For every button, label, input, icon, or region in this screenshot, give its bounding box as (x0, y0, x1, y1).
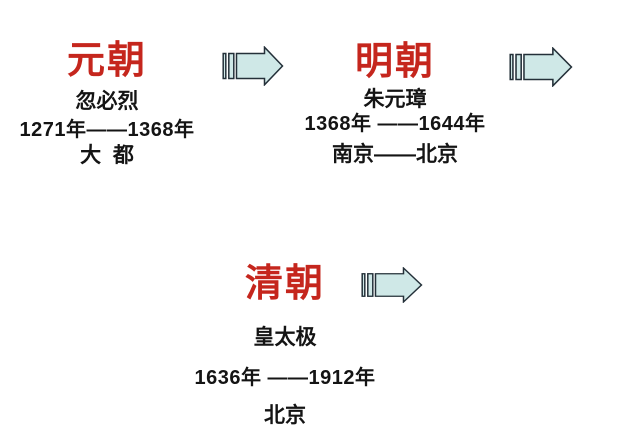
reign-period: 1271年——1368年 (19, 119, 195, 141)
reign-period: 1636年 ——1912年 (194, 367, 376, 389)
founder-name: 朱元璋 (363, 88, 427, 111)
striped-right-arrow-icon (361, 267, 423, 303)
striped-right-arrow-icon (222, 46, 284, 86)
capital-city: 大 都 (80, 144, 134, 167)
dynasty-title: 清朝 (244, 263, 325, 305)
reign-period: 1368年 ——1644年 (304, 113, 486, 135)
dynasty-section-yuan: 元朝 忽必烈 1271年——1368年 大 都 (12, 0, 202, 432)
founder-name: 皇太极 (253, 326, 317, 349)
capital-city: 北京 (264, 404, 306, 427)
dynasty-title: 明朝 (354, 41, 435, 83)
dynasty-section-ming: 明朝 朱元璋 1368年 ——1644年 南京——北京 (300, 0, 490, 432)
striped-right-arrow-icon (509, 47, 573, 87)
founder-name: 忽必烈 (75, 90, 139, 113)
capital-city: 南京——北京 (332, 143, 458, 166)
dynasty-section-qing: 清朝 皇太极 1636年 ——1912年 北京 (190, 0, 380, 432)
dynasty-title: 元朝 (66, 40, 147, 82)
